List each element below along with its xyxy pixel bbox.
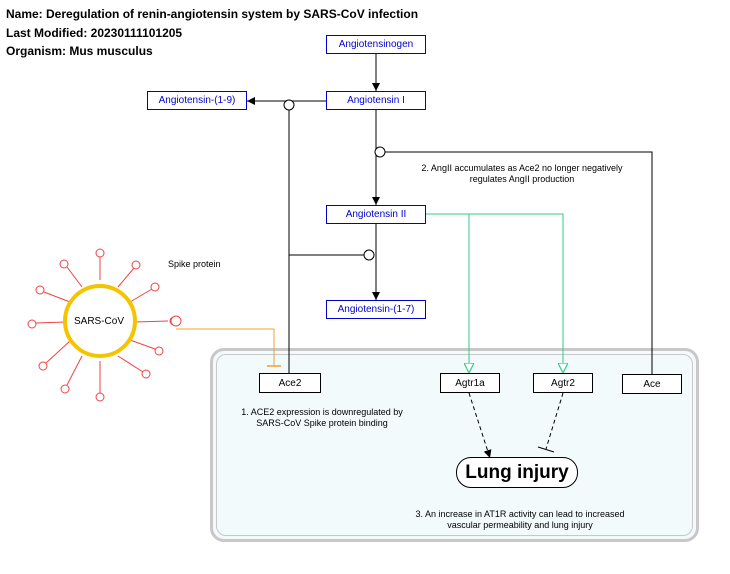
node-agtr2[interactable]: Agtr2 [533, 373, 593, 393]
note-1-line-1: 1. ACE2 expression is downregulated by [241, 407, 403, 417]
node-angiotensin-ii[interactable]: Angiotensin II [326, 205, 426, 224]
inhibition-bar-lung-injury [537, 446, 555, 453]
edge-spike-inhibits-ace2 [176, 328, 275, 365]
cell-compartment-inner [216, 354, 693, 536]
node-angiotensin-1-7[interactable]: Angiotensin-(1-7) [326, 300, 426, 319]
note-1: 1. ACE2 expression is downregulated by S… [222, 407, 422, 429]
node-lung-injury[interactable]: Lung injury [456, 457, 578, 488]
catalysis-circle-19 [283, 99, 295, 111]
edge-angii-to-agtr1a [426, 213, 469, 373]
note-2-line-1: 2. AngII accumulates as Ace2 no longer n… [421, 163, 623, 173]
edge-ace-catalysis [385, 151, 653, 374]
pathway-name: Name: Deregulation of renin-angiotensin … [6, 7, 419, 21]
edge-agtr2-inhibits-lung-injury [545, 392, 564, 450]
edge-agtr1a-to-lung-injury [468, 392, 492, 459]
note-1-line-2: SARS-CoV Spike protein binding [256, 418, 388, 428]
note-3-line-1: 3. An increase in AT1R activity can lead… [415, 509, 625, 519]
sars-cov-ring [63, 284, 137, 358]
node-agtr1a[interactable]: Agtr1a [440, 373, 500, 393]
edge-angii-to-agtr2 [426, 213, 563, 373]
node-ace[interactable]: Ace [622, 374, 682, 394]
catalysis-circle-17 [363, 249, 375, 261]
sars-cov-virus [27, 248, 179, 402]
node-angiotensinogen[interactable]: Angiotensinogen [326, 35, 426, 54]
note-3: 3. An increase in AT1R activity can lead… [390, 509, 650, 531]
node-ace2[interactable]: Ace2 [259, 373, 321, 393]
note-2-line-2: regulates AngII production [469, 174, 575, 184]
spike-protein-node [170, 315, 182, 327]
node-angiotensin-1-9[interactable]: Angiotensin-(1-9) [147, 91, 247, 110]
organism: Organism: Mus musculus [6, 44, 153, 58]
spike-protein-label: Spike protein [168, 259, 221, 269]
note-3-line-2: vascular permeability and lung injury [447, 520, 593, 530]
last-modified: Last Modified: 20230111101205 [6, 26, 183, 40]
catalysis-circle-ace [374, 146, 386, 158]
sars-cov-label: SARS-CoV [74, 316, 125, 327]
node-angiotensin-i[interactable]: Angiotensin I [326, 91, 426, 110]
note-2: 2. AngII accumulates as Ace2 no longer n… [402, 163, 642, 185]
